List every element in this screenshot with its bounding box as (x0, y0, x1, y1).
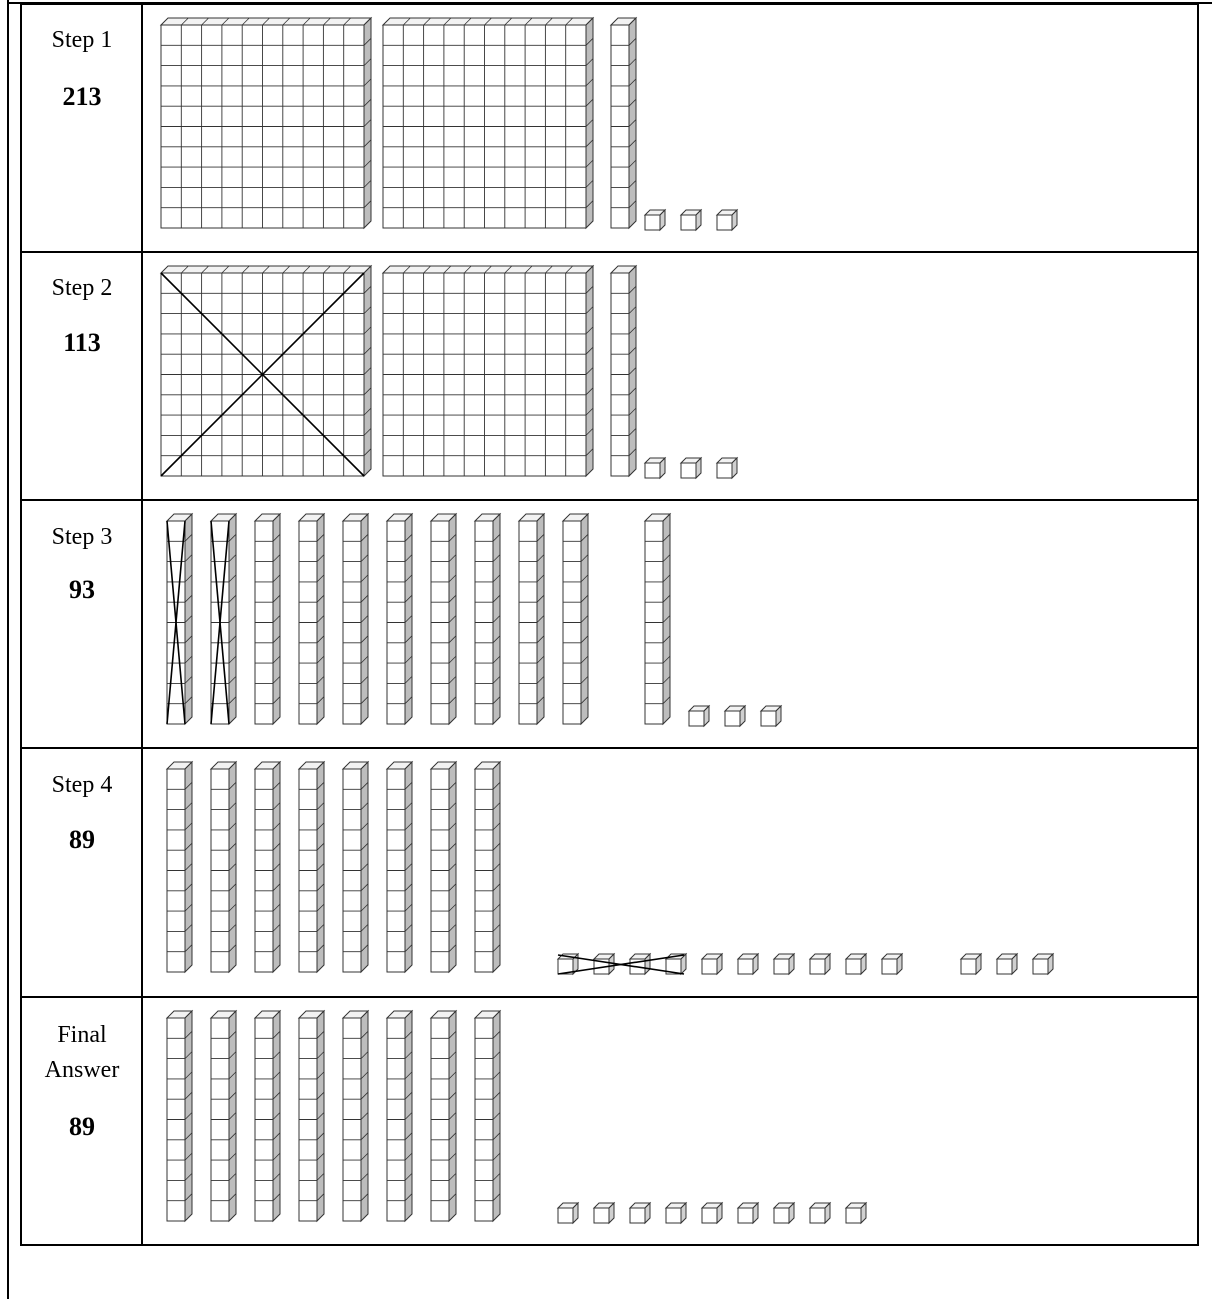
ten-rod (255, 762, 280, 972)
one-cube (774, 1203, 794, 1223)
one-cube (738, 954, 758, 974)
ten-rod (611, 266, 636, 476)
one-cube (717, 210, 737, 230)
ten-rod (387, 1011, 412, 1221)
one-cube (645, 458, 665, 478)
ten-rod (563, 514, 588, 724)
ten-rod (343, 762, 368, 972)
one-cube (738, 1203, 758, 1223)
one-cube (594, 954, 614, 974)
one-cube (630, 954, 650, 974)
one-cube (774, 954, 794, 974)
ten-rod (387, 762, 412, 972)
one-cube (594, 1203, 614, 1223)
one-cube (702, 954, 722, 974)
base-ten-blocks-drawing (20, 3, 1199, 1246)
one-cube (761, 706, 781, 726)
ten-rod (167, 514, 192, 724)
one-cube (702, 1203, 722, 1223)
ten-rod (475, 514, 500, 724)
ten-rod (611, 18, 636, 228)
ten-rod (299, 762, 324, 972)
ten-rod (211, 762, 236, 972)
one-cube (846, 954, 866, 974)
ten-rod (211, 514, 236, 724)
hundred-flat (161, 18, 371, 228)
one-cube (681, 458, 701, 478)
ten-rod (475, 1011, 500, 1221)
one-cube (810, 954, 830, 974)
one-cube (846, 1203, 866, 1223)
one-cube (717, 458, 737, 478)
ten-rod (299, 514, 324, 724)
one-cube (666, 1203, 686, 1223)
ten-rod (211, 1011, 236, 1221)
ten-rod (255, 1011, 280, 1221)
ten-rod (431, 1011, 456, 1221)
ten-rod (343, 514, 368, 724)
one-cube (810, 1203, 830, 1223)
ten-rod (645, 514, 670, 724)
one-cube (681, 210, 701, 230)
hundred-flat (383, 266, 593, 476)
one-cube (630, 1203, 650, 1223)
base-ten-steps-table: Step 1 213 Step 2 113 Step 3 93 Step 4 8… (20, 3, 1199, 1246)
ten-rod (343, 1011, 368, 1221)
one-cube (645, 210, 665, 230)
one-cube (882, 954, 902, 974)
one-cube (961, 954, 981, 974)
ten-rod (519, 514, 544, 724)
one-cube (1033, 954, 1053, 974)
hundred-flat (383, 18, 593, 228)
ten-rod (255, 514, 280, 724)
one-cube (558, 1203, 578, 1223)
ten-rod (299, 1011, 324, 1221)
ten-rod (475, 762, 500, 972)
ten-rod (167, 1011, 192, 1221)
ten-rod (431, 762, 456, 972)
ten-rod (387, 514, 412, 724)
one-cube (725, 706, 745, 726)
ten-rod (167, 762, 192, 972)
page-left-rule (7, 0, 9, 1299)
ten-rod (431, 514, 456, 724)
one-cube (689, 706, 709, 726)
one-cube (997, 954, 1017, 974)
